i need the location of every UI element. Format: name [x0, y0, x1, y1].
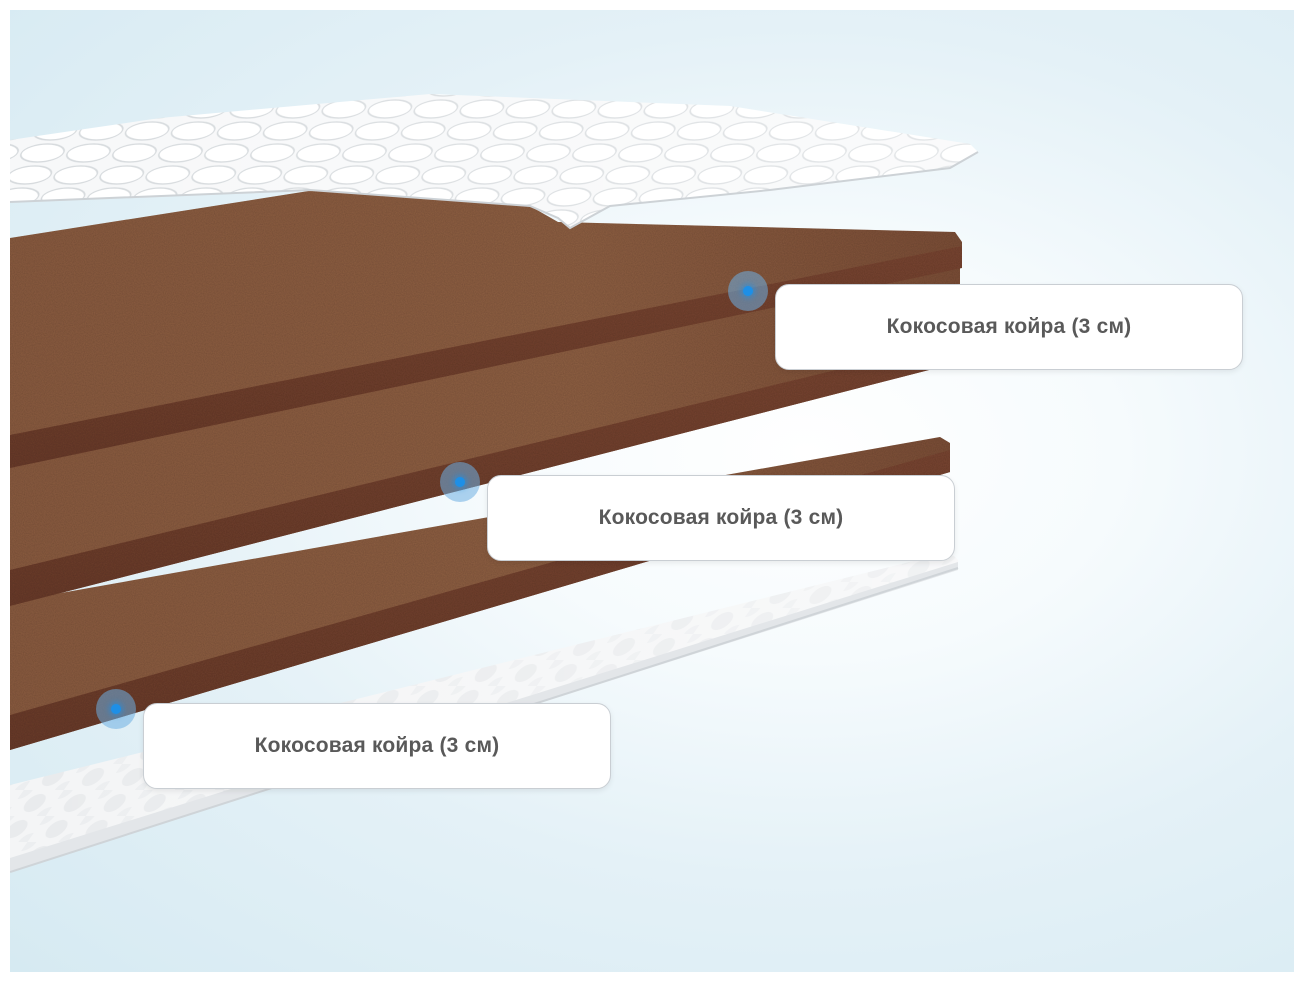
marker-dot: [111, 704, 121, 714]
coir-layer-top: [10, 190, 962, 468]
marker-dot: [743, 286, 753, 296]
callout-middle-layer: Кокосовая койра (3 см): [487, 475, 955, 561]
top-quilted-cover: [10, 94, 979, 230]
layer-marker-bottom[interactable]: [96, 689, 136, 729]
layer-marker-middle[interactable]: [440, 462, 480, 502]
callout-label: Кокосовая койра (3 см): [598, 506, 844, 529]
marker-dot: [455, 477, 465, 487]
coir-layer-middle: [10, 240, 960, 606]
layer-marker-top[interactable]: [728, 271, 768, 311]
callout-bottom-layer: Кокосовая койра (3 см): [143, 703, 611, 789]
callout-label: Кокосовая койра (3 см): [254, 734, 500, 757]
product-image: Кокосовая койра (3 см) Кокосовая койра (…: [10, 10, 1294, 972]
callout-top-layer: Кокосовая койра (3 см): [775, 284, 1243, 370]
callout-label: Кокосовая койра (3 см): [886, 315, 1132, 338]
